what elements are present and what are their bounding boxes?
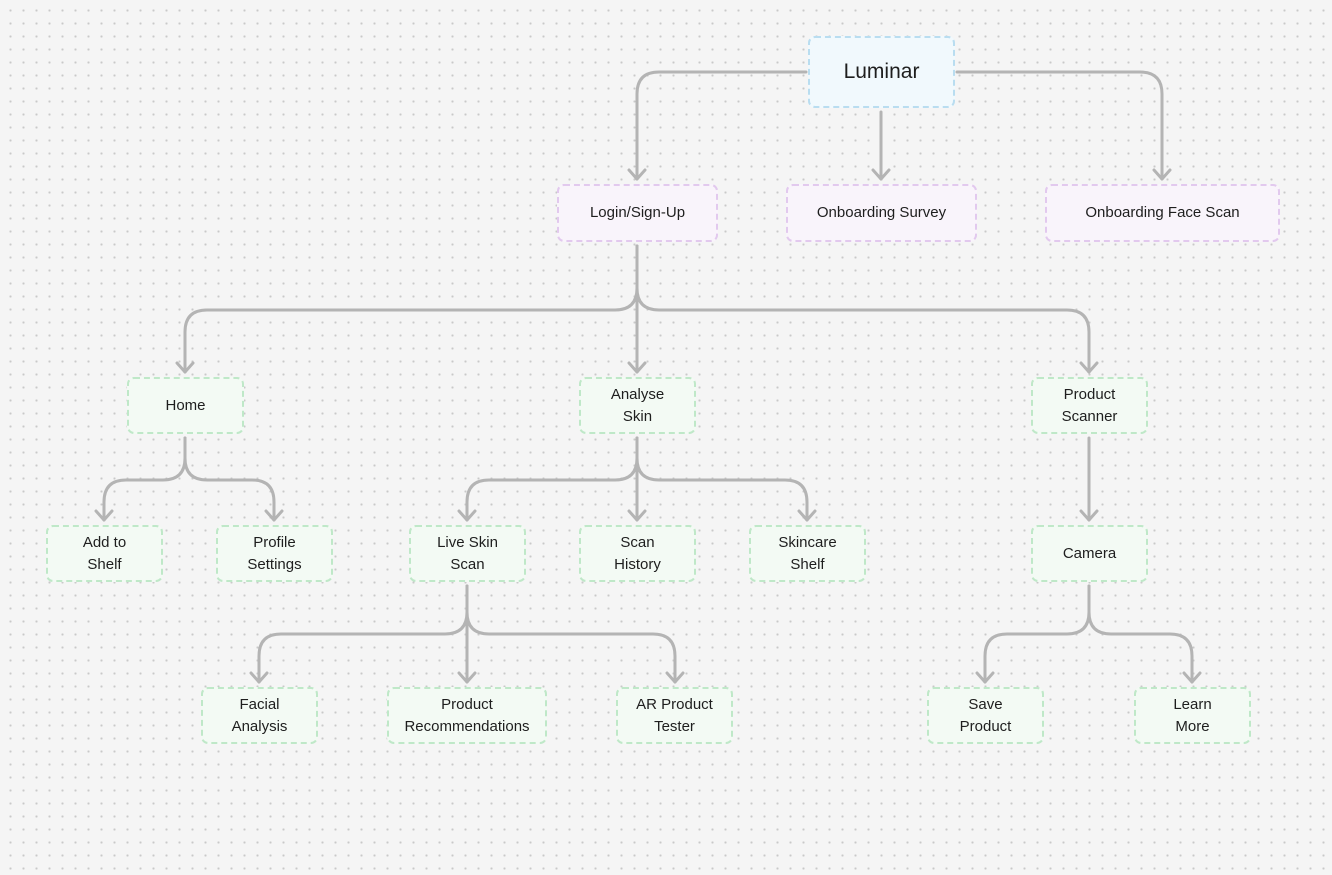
arrowhead-facescan (1152, 168, 1172, 181)
arrowhead-ar (665, 671, 685, 684)
connector-home-profile (183, 436, 276, 522)
arrowhead-recs (457, 671, 477, 684)
node-liveskin[interactable]: Live Skin Scan (409, 525, 526, 582)
node-skinshelf[interactable]: Skincare Shelf (749, 525, 866, 582)
connector-login-home (183, 244, 639, 374)
arrowhead-addshelf (94, 509, 114, 522)
node-luminar[interactable]: Luminar (808, 36, 955, 108)
node-analyse[interactable]: Analyse Skin (579, 377, 696, 434)
arrowhead-facial (249, 671, 269, 684)
connector-luminar-facescan (955, 70, 1164, 181)
arrowhead-scanner (1079, 361, 1099, 374)
node-learn[interactable]: Learn More (1134, 687, 1251, 744)
node-home[interactable]: Home (127, 377, 244, 434)
arrowhead-login (627, 168, 647, 181)
arrowhead-survey (871, 168, 891, 181)
arrowhead-profile (264, 509, 284, 522)
arrowhead-save (975, 671, 995, 684)
node-scanner[interactable]: Product Scanner (1031, 377, 1148, 434)
node-profile[interactable]: Profile Settings (216, 525, 333, 582)
connector-camera-learn (1087, 584, 1194, 684)
node-facescan[interactable]: Onboarding Face Scan (1045, 184, 1280, 242)
arrowhead-liveskin (457, 509, 477, 522)
node-login[interactable]: Login/Sign-Up (557, 184, 718, 242)
node-ar[interactable]: AR Product Tester (616, 687, 733, 744)
connector-camera-save (983, 584, 1091, 684)
arrowhead-analyse (627, 361, 647, 374)
node-survey[interactable]: Onboarding Survey (786, 184, 977, 242)
node-facial[interactable]: Facial Analysis (201, 687, 318, 744)
connector-liveskin-facial (257, 584, 469, 684)
node-camera[interactable]: Camera (1031, 525, 1148, 582)
node-save[interactable]: Save Product (927, 687, 1044, 744)
connector-login-scanner (635, 244, 1091, 374)
connector-liveskin-ar (465, 584, 677, 684)
arrowhead-skinshelf (797, 509, 817, 522)
connector-analyse-liveskin (465, 436, 639, 522)
connector-analyse-skinshelf (635, 436, 809, 522)
connector-luminar-login (635, 70, 808, 181)
arrowhead-camera (1079, 509, 1099, 522)
arrowhead-home (175, 361, 195, 374)
node-recs[interactable]: Product Recommendations (387, 687, 547, 744)
arrowhead-learn (1182, 671, 1202, 684)
connector-home-addshelf (102, 436, 187, 522)
arrowhead-history (627, 509, 647, 522)
node-history[interactable]: Scan History (579, 525, 696, 582)
node-addshelf[interactable]: Add to Shelf (46, 525, 163, 582)
